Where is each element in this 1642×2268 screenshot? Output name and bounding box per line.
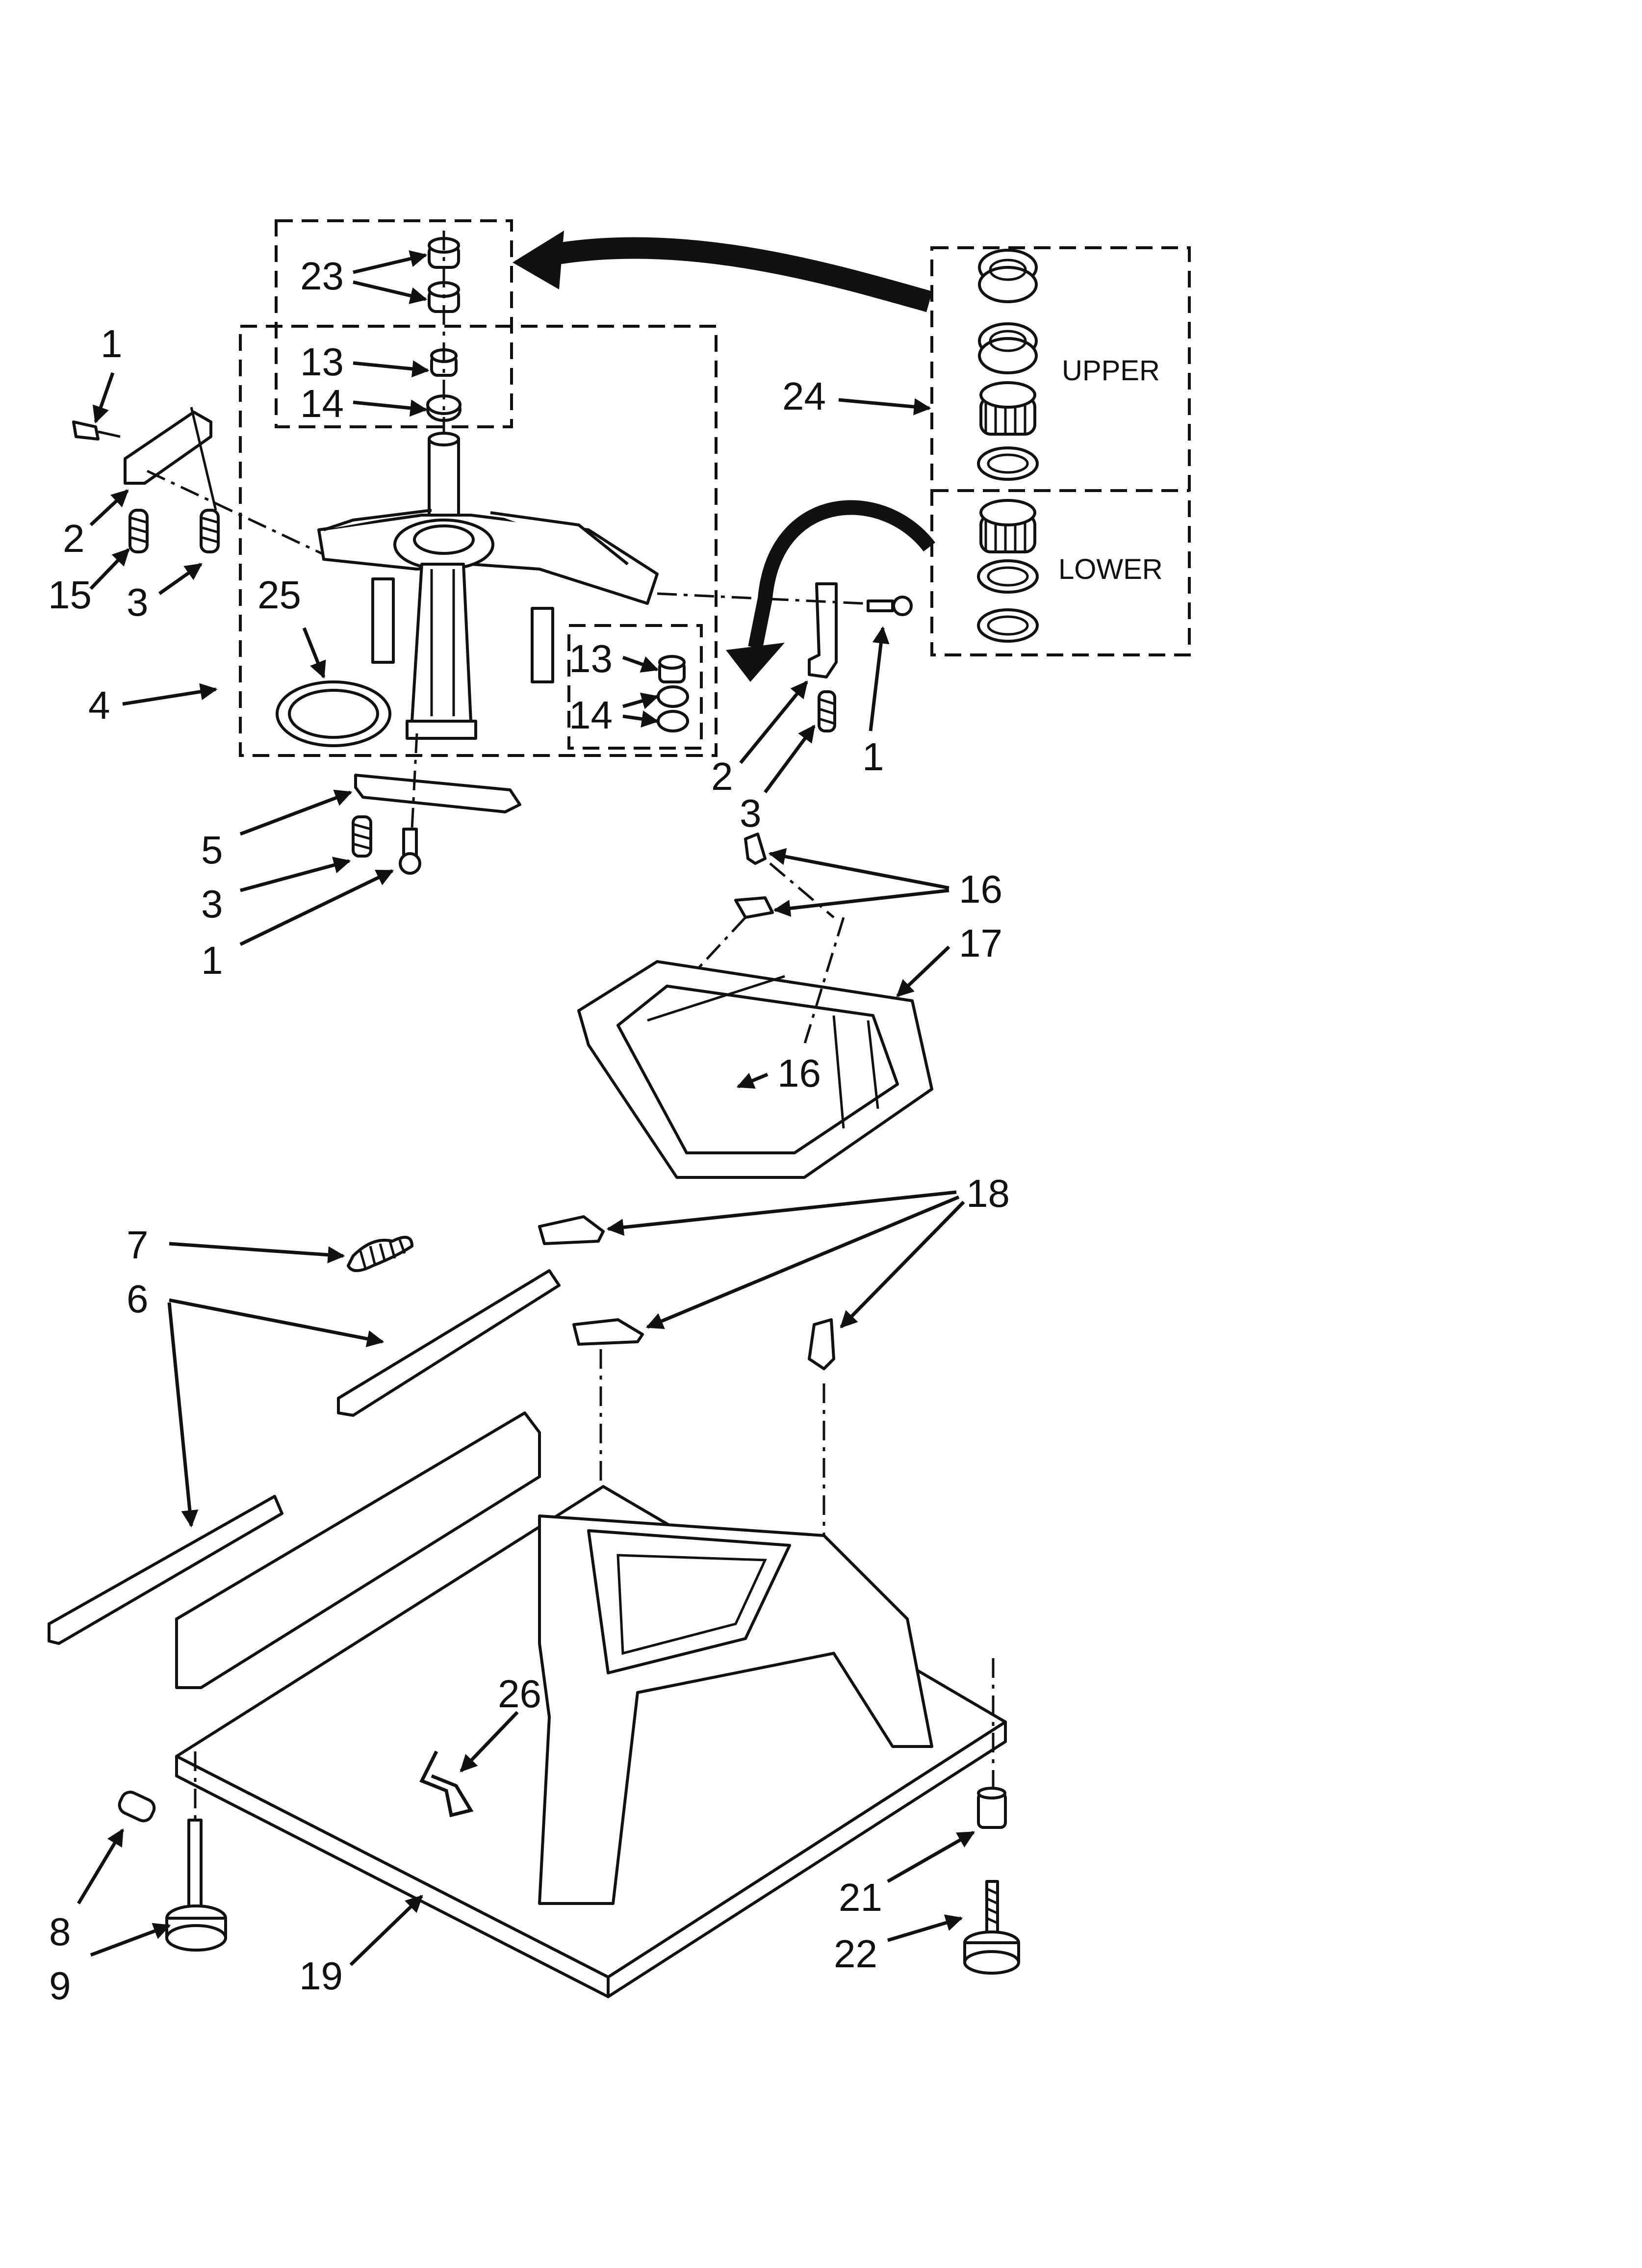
leveling-leg-21-22 <box>963 1658 1020 1975</box>
leader-lines <box>77 250 975 1966</box>
wire-clip-26 <box>419 1750 474 1818</box>
spring-7 <box>347 1236 413 1272</box>
callout-16: 16 <box>959 867 1002 911</box>
callout-21: 21 <box>839 1876 882 1919</box>
callout-15: 15 <box>48 573 92 617</box>
callout-14: 14 <box>300 382 344 425</box>
callout-24: 24 <box>782 374 826 418</box>
callout-8: 8 <box>49 1910 71 1954</box>
callout-1: 1 <box>101 322 123 365</box>
seal-25 <box>276 680 391 747</box>
callout-2: 2 <box>63 517 85 560</box>
braces-6 <box>48 1269 561 1645</box>
callout-1-lower: 1 <box>201 938 223 982</box>
callout-3-lower: 3 <box>201 882 223 926</box>
lower-bearing-label: LOWER <box>1058 553 1163 585</box>
lower-bearing-box <box>567 624 703 750</box>
bearing-kit-lower-parts <box>977 499 1039 643</box>
mechanism-box <box>239 325 718 757</box>
bearing-kit-upper-parts <box>977 249 1039 481</box>
upper-bearing-label: UPPER <box>1062 355 1160 387</box>
callout-22: 22 <box>834 1932 877 1976</box>
left-bracket-assembly <box>72 407 325 556</box>
lower-bearing-stack <box>657 655 689 732</box>
callout-5: 5 <box>201 828 223 872</box>
callout-13-lower: 13 <box>569 637 613 680</box>
callout-18: 18 <box>966 1172 1010 1215</box>
callout-4: 4 <box>88 683 110 727</box>
callout-9: 9 <box>49 1964 71 2007</box>
callout-1-right: 1 <box>862 735 884 779</box>
callout-16-frame: 16 <box>777 1051 821 1095</box>
upper-bearing-box <box>275 219 513 428</box>
bearing-kit-box <box>930 246 1191 656</box>
tub-frame-17 <box>577 917 933 1179</box>
leveling-leg-8-9 <box>118 1751 227 1952</box>
lower-bracket-5 <box>352 733 521 875</box>
base-frame-19 <box>175 1411 1007 1998</box>
callout-7: 7 <box>127 1223 149 1267</box>
upper-kit-arrow <box>547 237 932 313</box>
callout-3: 3 <box>127 580 149 624</box>
callout-17: 17 <box>959 921 1002 965</box>
callout-numbers: 1 2 15 3 25 4 23 13 14 24 13 14 2 3 1 5 … <box>48 254 1010 2007</box>
suspension-mechanism <box>317 432 659 740</box>
callout-19: 19 <box>299 1954 343 1998</box>
lower-kit-arrow <box>748 500 935 649</box>
callout-2-right: 2 <box>711 755 733 798</box>
right-bracket-assembly <box>657 582 913 732</box>
callout-3-right: 3 <box>740 791 762 835</box>
callout-26: 26 <box>498 1672 541 1716</box>
callout-13: 13 <box>300 340 344 384</box>
callout-14-lower: 14 <box>569 693 613 737</box>
callout-23: 23 <box>300 254 344 298</box>
callout-6: 6 <box>127 1277 149 1321</box>
callout-25: 25 <box>257 573 301 617</box>
brackets-18 <box>538 1215 835 1370</box>
